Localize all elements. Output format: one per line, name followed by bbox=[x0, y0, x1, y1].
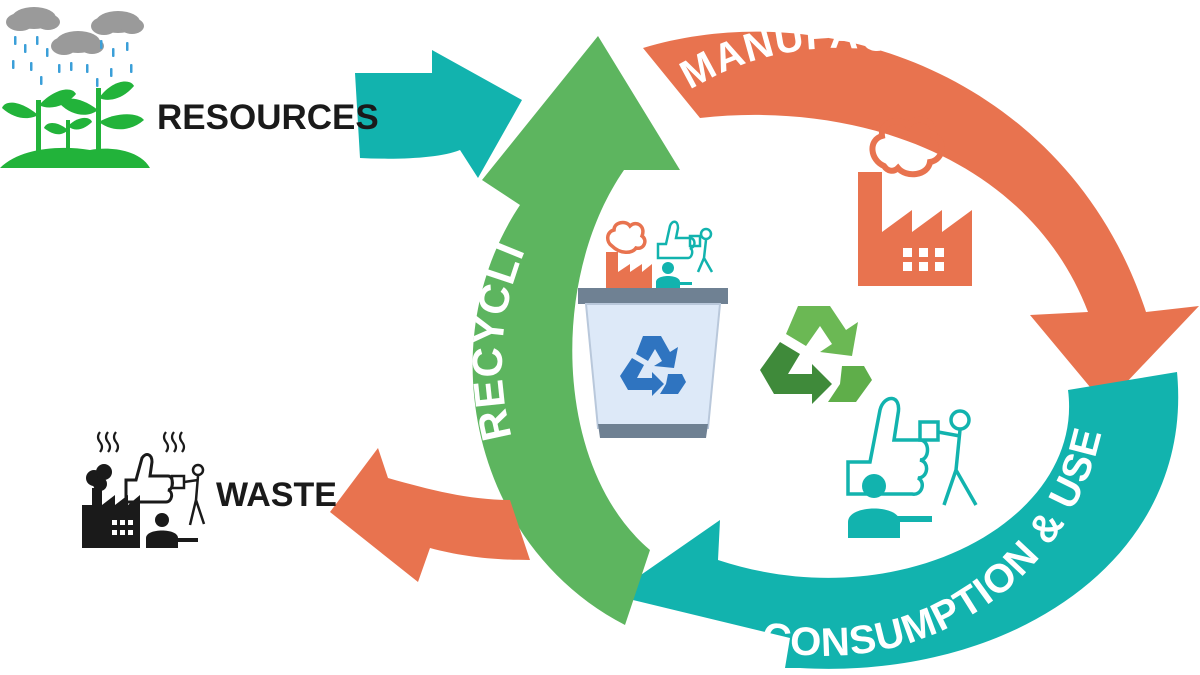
consumption-arrow bbox=[612, 372, 1179, 669]
recycle-symbol-icon bbox=[760, 306, 872, 404]
recycle-bin-icon bbox=[578, 220, 728, 438]
manufacturing-arrow bbox=[643, 31, 1199, 406]
consumption-label: CONSUMPTION & USE bbox=[758, 423, 1110, 665]
consumer-icon bbox=[846, 396, 978, 538]
waste-label: WASTE bbox=[216, 476, 337, 514]
resources-label: RESOURCES bbox=[157, 98, 379, 137]
rain-plants-icon bbox=[0, 7, 150, 168]
resources-arrow bbox=[355, 50, 522, 178]
recycling-arrow bbox=[472, 36, 680, 625]
waste-arrow bbox=[330, 448, 530, 582]
factory-consumer-icon bbox=[82, 431, 206, 548]
factory-icon bbox=[858, 116, 972, 286]
